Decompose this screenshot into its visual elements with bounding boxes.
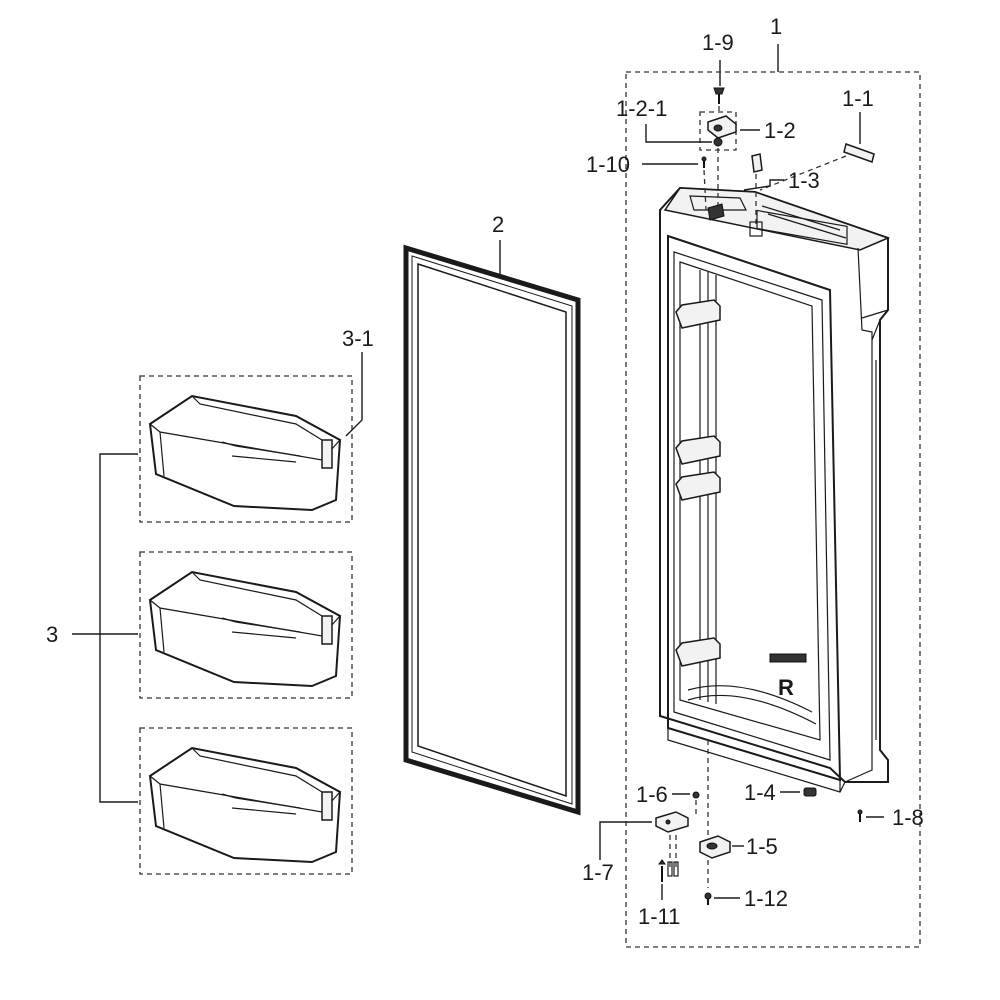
part-1-7-bracket [655,811,689,833]
label-part-1-9: 1-9 [702,30,734,55]
label-part-2: 2 [492,212,504,237]
part-1-6-pin [692,791,700,799]
label-part-1-5: 1-5 [746,834,778,859]
door-bin-3 [148,746,342,864]
label-part-1-1: 1-1 [842,86,874,111]
label-part-1-8: 1-8 [892,805,924,830]
bin-box-2 [139,551,353,699]
label-part-3: 3 [46,622,58,647]
label-part-1-7: 1-7 [582,860,614,885]
label-part-3-1: 3-1 [342,326,374,351]
part-1-10-pin [701,156,707,168]
assembly-1-boundary [625,71,921,948]
door-bin-1 [148,394,342,512]
part-1-9-screw [713,87,725,104]
door-bin-2 [148,570,342,688]
part-1-5-lower-hinge [699,835,731,859]
label-part-1-3: 1-3 [788,168,820,193]
door-side-mark: R [778,675,794,700]
door-hinge-socket [707,203,725,221]
part-1-1-cover [843,143,875,163]
label-part-1-10: 1-10 [586,152,630,177]
label-part-1-2: 1-2 [764,118,796,143]
door-gasket [403,244,581,816]
bin-box-1 [139,375,353,523]
part-1-12-screw [704,892,712,905]
label-part-1: 1 [770,14,782,39]
part-1-8-screw [857,809,863,822]
part-1-2-1-washer [713,137,723,147]
door-assembly [659,186,891,793]
label-part-1-12: 1-12 [744,886,788,911]
part-1-11-screws [658,835,679,882]
label-part-1-6: 1-6 [636,782,668,807]
bin-box-3 [139,727,353,875]
part-1-3-clip [751,153,763,173]
label-part-1-2-1: 1-2-1 [616,96,667,121]
label-part-1-11: 1-11 [638,904,680,929]
label-part-1-4: 1-4 [744,780,776,805]
part-1-4-cap [803,787,817,797]
part-1-2-hinge [707,115,737,139]
